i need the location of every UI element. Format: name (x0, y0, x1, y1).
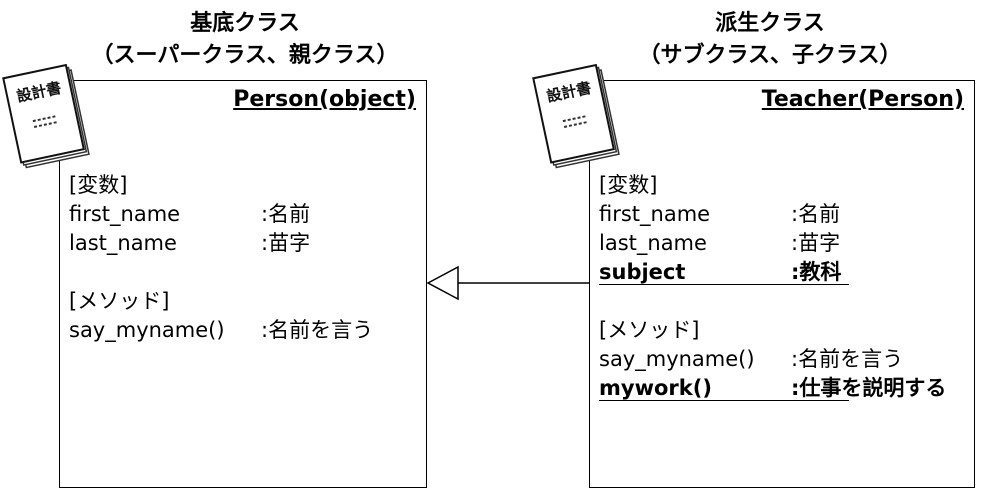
method-name: say_myname() (69, 318, 225, 342)
base-method-row: say_myname() :名前を言う (69, 316, 373, 345)
derived-variable-row-added: subject :教科 (599, 258, 850, 287)
method-name: say_myname() (599, 347, 755, 371)
variable-desc: :名前 (791, 202, 841, 226)
variable-desc: :教科 (791, 260, 842, 284)
spacer (599, 287, 699, 316)
method-name: mywork() (599, 376, 712, 400)
base-variables-label: [変数] (69, 173, 128, 197)
base-methods-section: [メソッド] (69, 287, 169, 316)
variable-name: last_name (599, 231, 707, 255)
derived-methods-label: [メソッド] (599, 318, 700, 342)
derived-class-name: Teacher(Person) (761, 87, 964, 112)
base-class-body: [変数] first_name :名前 last_name :苗字 [メソッド]… (69, 171, 373, 345)
variable-name: subject (599, 260, 686, 284)
derived-methods-section: [メソッド] (599, 316, 699, 345)
variable-desc: :名前 (261, 202, 311, 226)
derived-class-body: [変数] first_name :名前 last_name :苗字 subjec… (599, 171, 946, 403)
base-class-heading-line1: 基底クラス (190, 11, 300, 36)
method-desc: :名前を言う (791, 347, 904, 371)
method-desc: :名前を言う (261, 318, 374, 342)
variable-name: first_name (69, 202, 181, 226)
derived-class-heading-line1: 派生クラス (715, 11, 825, 36)
variable-desc: :苗字 (791, 231, 841, 255)
base-variable-row: first_name :名前 (69, 200, 310, 229)
base-variable-row: last_name :苗字 (69, 229, 310, 258)
base-class-name: Person(object) (233, 87, 416, 112)
derived-variable-row: first_name :名前 (599, 200, 840, 229)
base-class-box: Person(object) [変数] first_name :名前 last_… (59, 80, 427, 488)
variable-name: last_name (69, 231, 177, 255)
base-methods-label: [メソッド] (69, 289, 170, 313)
base-class-heading-line2: （スーパークラス、親クラス） (91, 43, 399, 68)
document-icon: 設計書 (532, 63, 620, 169)
derived-variables-section: [変数] (599, 171, 699, 200)
document-icon: 設計書 (2, 63, 90, 169)
variable-desc: :苗字 (261, 231, 311, 255)
derived-class-heading-line2: （サブクラス、子クラス） (638, 43, 902, 68)
derived-class-box: Teacher(Person) [変数] first_name :名前 last… (589, 80, 975, 488)
variable-name: first_name (599, 202, 711, 226)
method-desc: :仕事を説明する (791, 376, 947, 400)
derived-variable-row: last_name :苗字 (599, 229, 840, 258)
derived-variables-label: [変数] (599, 173, 658, 197)
base-variables-section: [変数] (69, 171, 169, 200)
inheritance-arrow-icon (426, 265, 590, 301)
spacer (69, 258, 169, 287)
derived-class-heading: 派生クラス （サブクラス、子クラス） (610, 8, 930, 72)
derived-method-row: say_myname() :名前を言う (599, 345, 903, 374)
base-class-heading: 基底クラス （スーパークラス、親クラス） (85, 8, 405, 72)
derived-method-row-added: mywork() :仕事を説明する (599, 374, 946, 403)
